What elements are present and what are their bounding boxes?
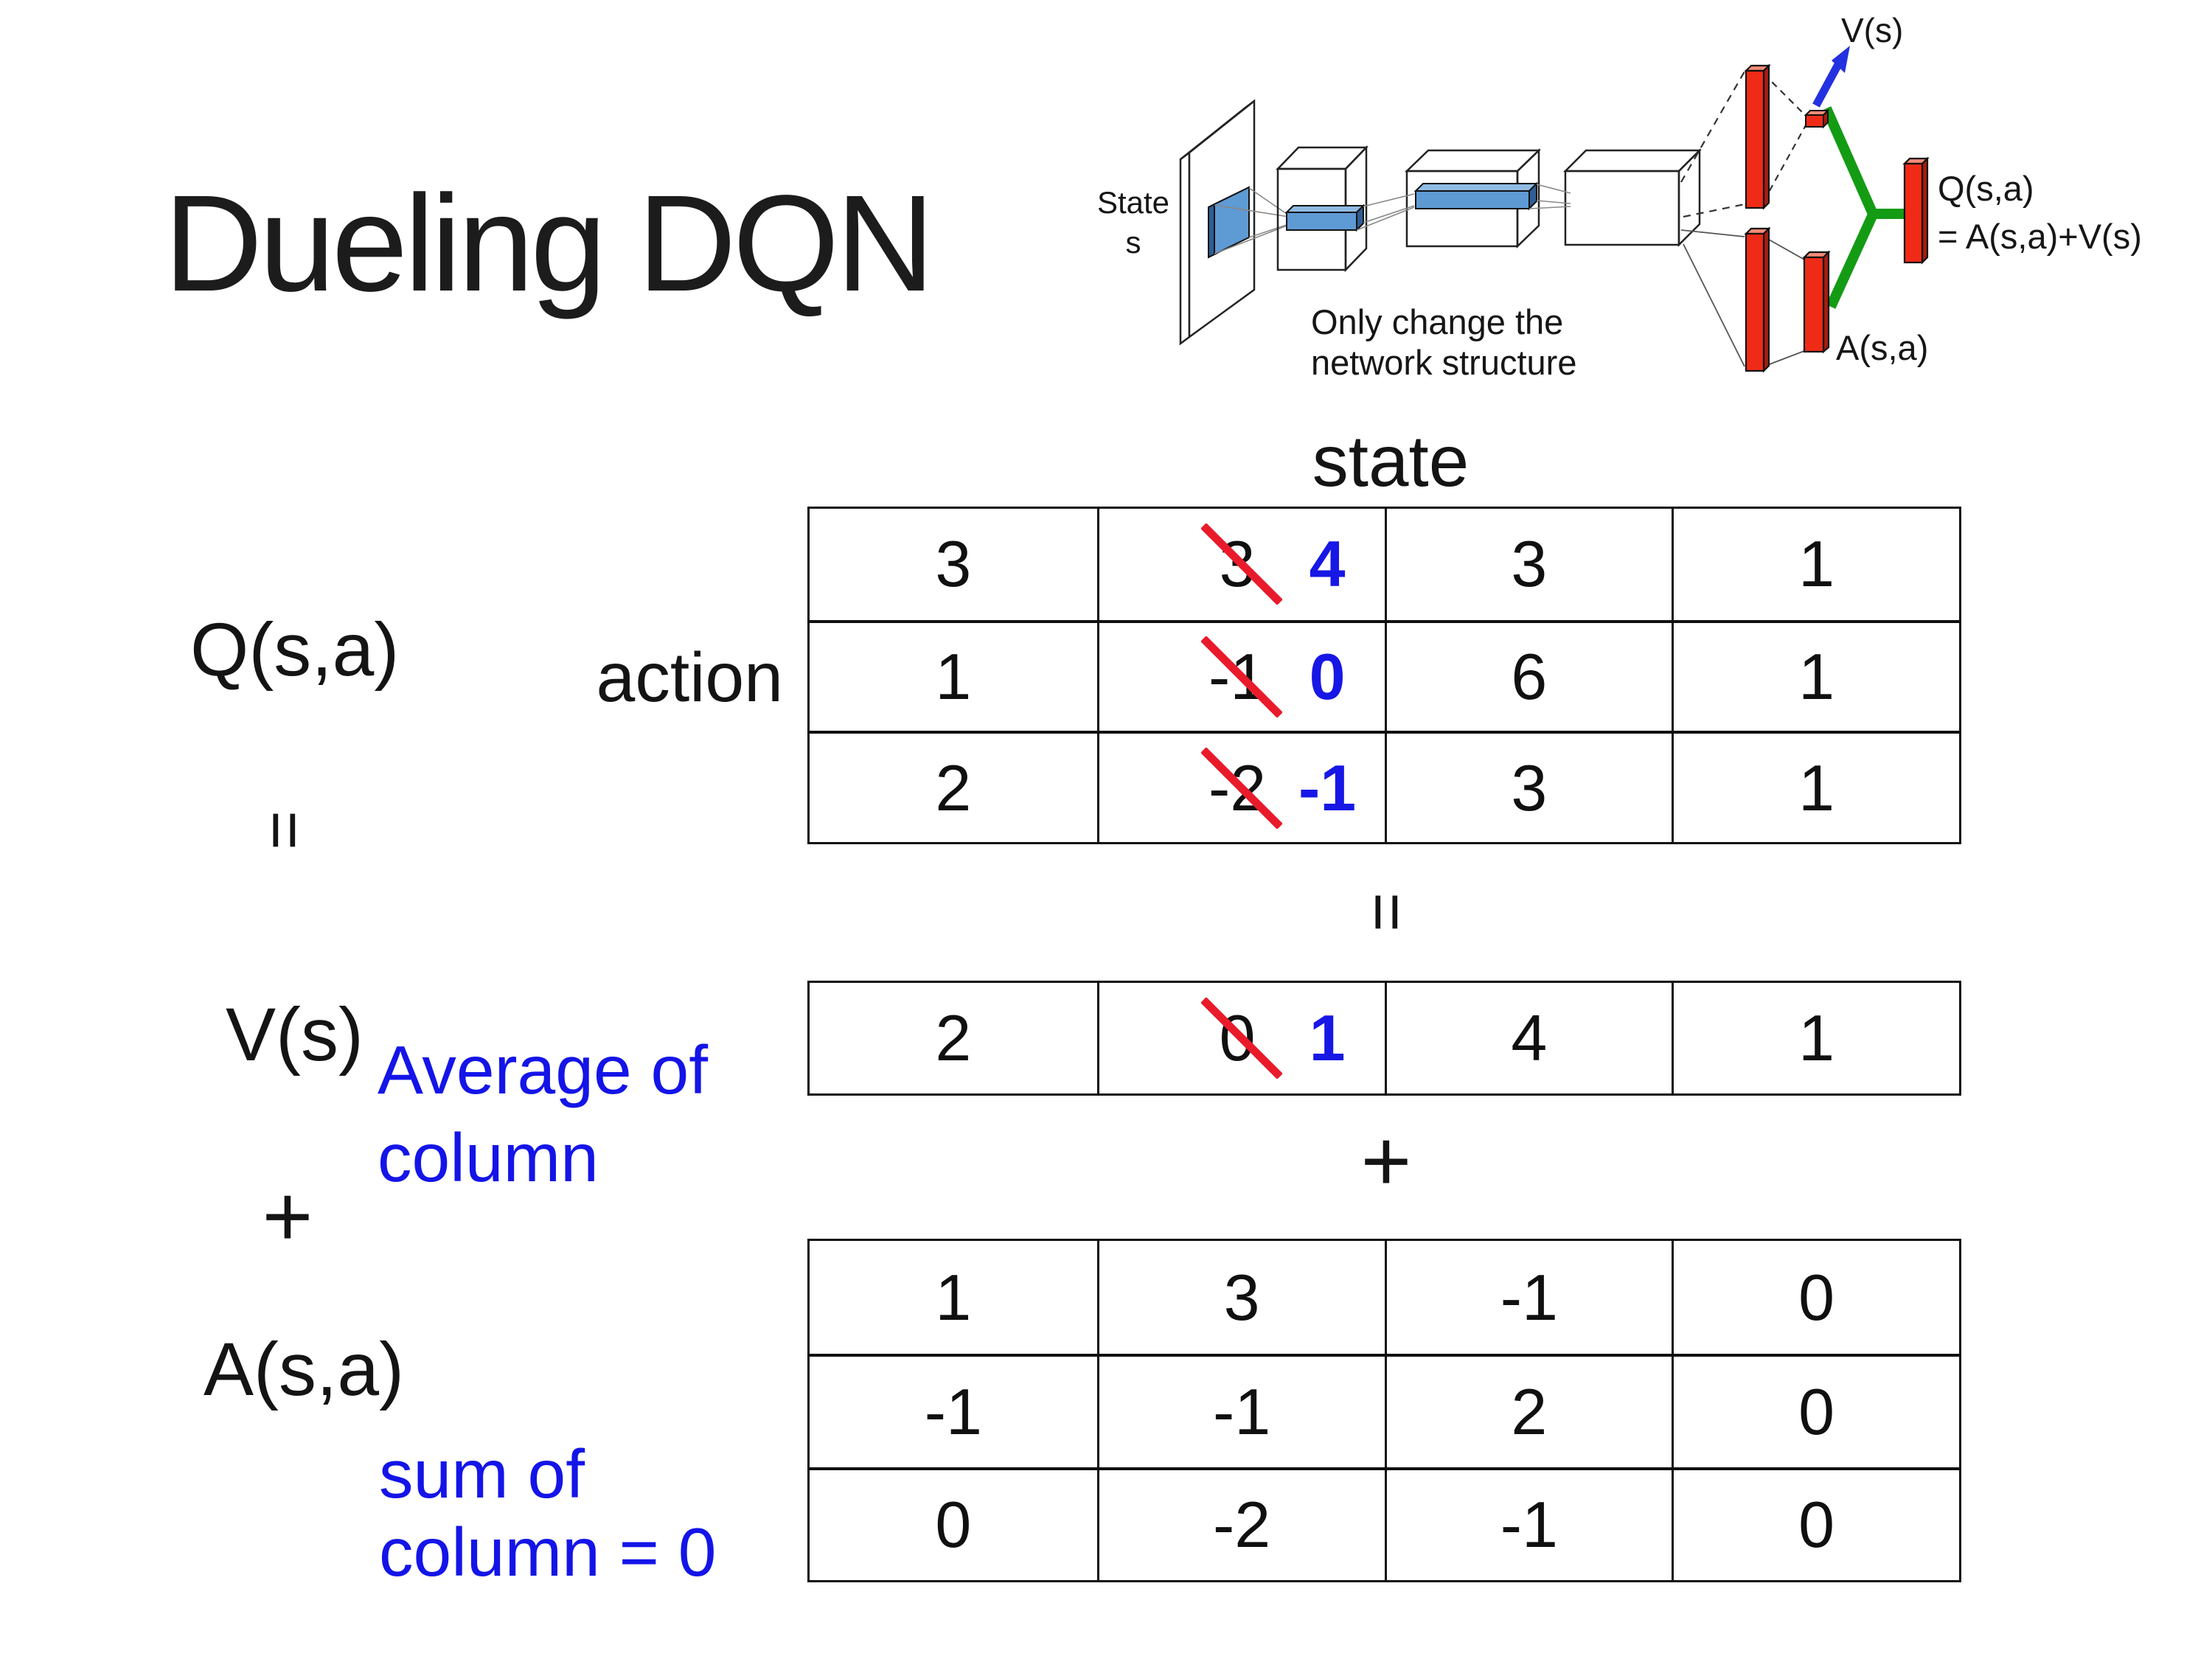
hidden-bar-bottom: [1744, 226, 1771, 373]
q-new-value: -1: [1298, 751, 1357, 824]
q-cell-corrected: 3 4: [1096, 509, 1385, 620]
equals-symbol-left: =: [247, 810, 322, 850]
diagram-note-line1: Only change the: [1311, 302, 1563, 341]
v-arrow-icon: [1812, 46, 1850, 108]
merge-connector-icon: [1821, 106, 1907, 309]
projection-lines-2: [1356, 193, 1415, 231]
q-table: 3 3 4 3 1 1 -1 0 6 1 2 -2 -1 3 1: [807, 507, 1961, 844]
a-cell: 0: [810, 1467, 1097, 1580]
v-vector-label: V(s): [226, 992, 364, 1077]
q-cell: 2: [810, 731, 1097, 842]
q-cell: 6: [1384, 619, 1672, 731]
v-cell: 1: [1672, 983, 1959, 1093]
q-new-value: 0: [1309, 639, 1346, 713]
diagram-note-line2: network structure: [1311, 343, 1576, 382]
q-cell: 1: [1672, 509, 1959, 620]
diagram-state-label-line2: s: [1126, 225, 1141, 260]
diagram-q-formula-label: = A(s,a)+V(s): [1938, 217, 2142, 256]
v-cell: 2: [935, 1001, 972, 1074]
diagram-q-output-label: Q(s,a): [1938, 169, 2034, 208]
page-title: Dueling DQN: [164, 167, 935, 320]
fc-connection-lines: [1680, 71, 1806, 367]
projection-lines-1: [1214, 187, 1290, 254]
v-table: 2 0 1 4 1: [807, 981, 1961, 1096]
q-matrix-label: Q(s,a): [190, 608, 400, 692]
a-cell: 2: [1384, 1354, 1672, 1467]
plus-symbol-left: +: [262, 1168, 313, 1265]
diagram-a-output-label: A(s,a): [1836, 328, 1928, 367]
q-cell: 3: [935, 527, 972, 601]
q-cell: 1: [1672, 619, 1959, 731]
feature-slab-2: [1413, 181, 1539, 211]
q-cell-corrected: -1 0: [1096, 619, 1385, 731]
q-bar-icon: [1902, 156, 1930, 265]
a-cell: -2: [1096, 1467, 1385, 1580]
hidden-bar-top: [1744, 63, 1771, 210]
a-cell: 3: [1096, 1241, 1385, 1354]
a-matrix-label: A(s,a): [204, 1327, 405, 1411]
q-cell: 3: [1384, 509, 1672, 620]
a-cell: -1: [810, 1354, 1097, 1467]
q-cell: 1: [810, 619, 1097, 731]
projection-lines-3: [1528, 184, 1571, 209]
a-cell: -1: [1384, 1467, 1672, 1580]
average-of-column-note: Average of column: [378, 1032, 709, 1197]
q-new-value: 4: [1309, 527, 1346, 601]
conv-box-3: [1562, 147, 1703, 248]
sum-of-column-note: sum of column = 0: [379, 1436, 717, 1591]
a-bar-icon: [1802, 250, 1831, 354]
v-new-value: 1: [1309, 1001, 1346, 1074]
v-node-icon: [1804, 108, 1830, 129]
network-architecture-diagram: State s V(s) Q(s,a) = A(s,a)+V(s) A(s,a)…: [1097, 11, 2142, 382]
q-cell-corrected: -2 -1: [1096, 731, 1385, 842]
a-cell: 1: [935, 1260, 972, 1334]
v-cell-corrected: 0 1: [1096, 983, 1385, 1093]
diagram-state-label-line1: State: [1097, 185, 1169, 220]
a-cell: 0: [1672, 1354, 1959, 1467]
a-cell: 0: [1672, 1467, 1959, 1580]
q-cell: 1: [1672, 731, 1959, 842]
q-cell: 3: [1384, 731, 1672, 842]
feature-slab-1: [1284, 204, 1366, 232]
a-cell: -1: [1384, 1241, 1672, 1354]
a-cell: -1: [1096, 1354, 1385, 1467]
state-column-header: state: [1312, 420, 1470, 501]
v-cell: 4: [1384, 983, 1672, 1093]
diagram-v-output-label: V(s): [1841, 11, 1903, 49]
action-row-label: action: [596, 639, 783, 717]
a-table: 1 3 -1 0 -1 -1 2 0 0 -2 -1 0: [807, 1239, 1961, 1582]
plus-symbol-center: +: [1360, 1113, 1412, 1210]
conv-filter-icon: [1208, 186, 1250, 259]
equals-symbol-center: =: [1349, 892, 1425, 932]
a-cell: 0: [1672, 1241, 1959, 1354]
